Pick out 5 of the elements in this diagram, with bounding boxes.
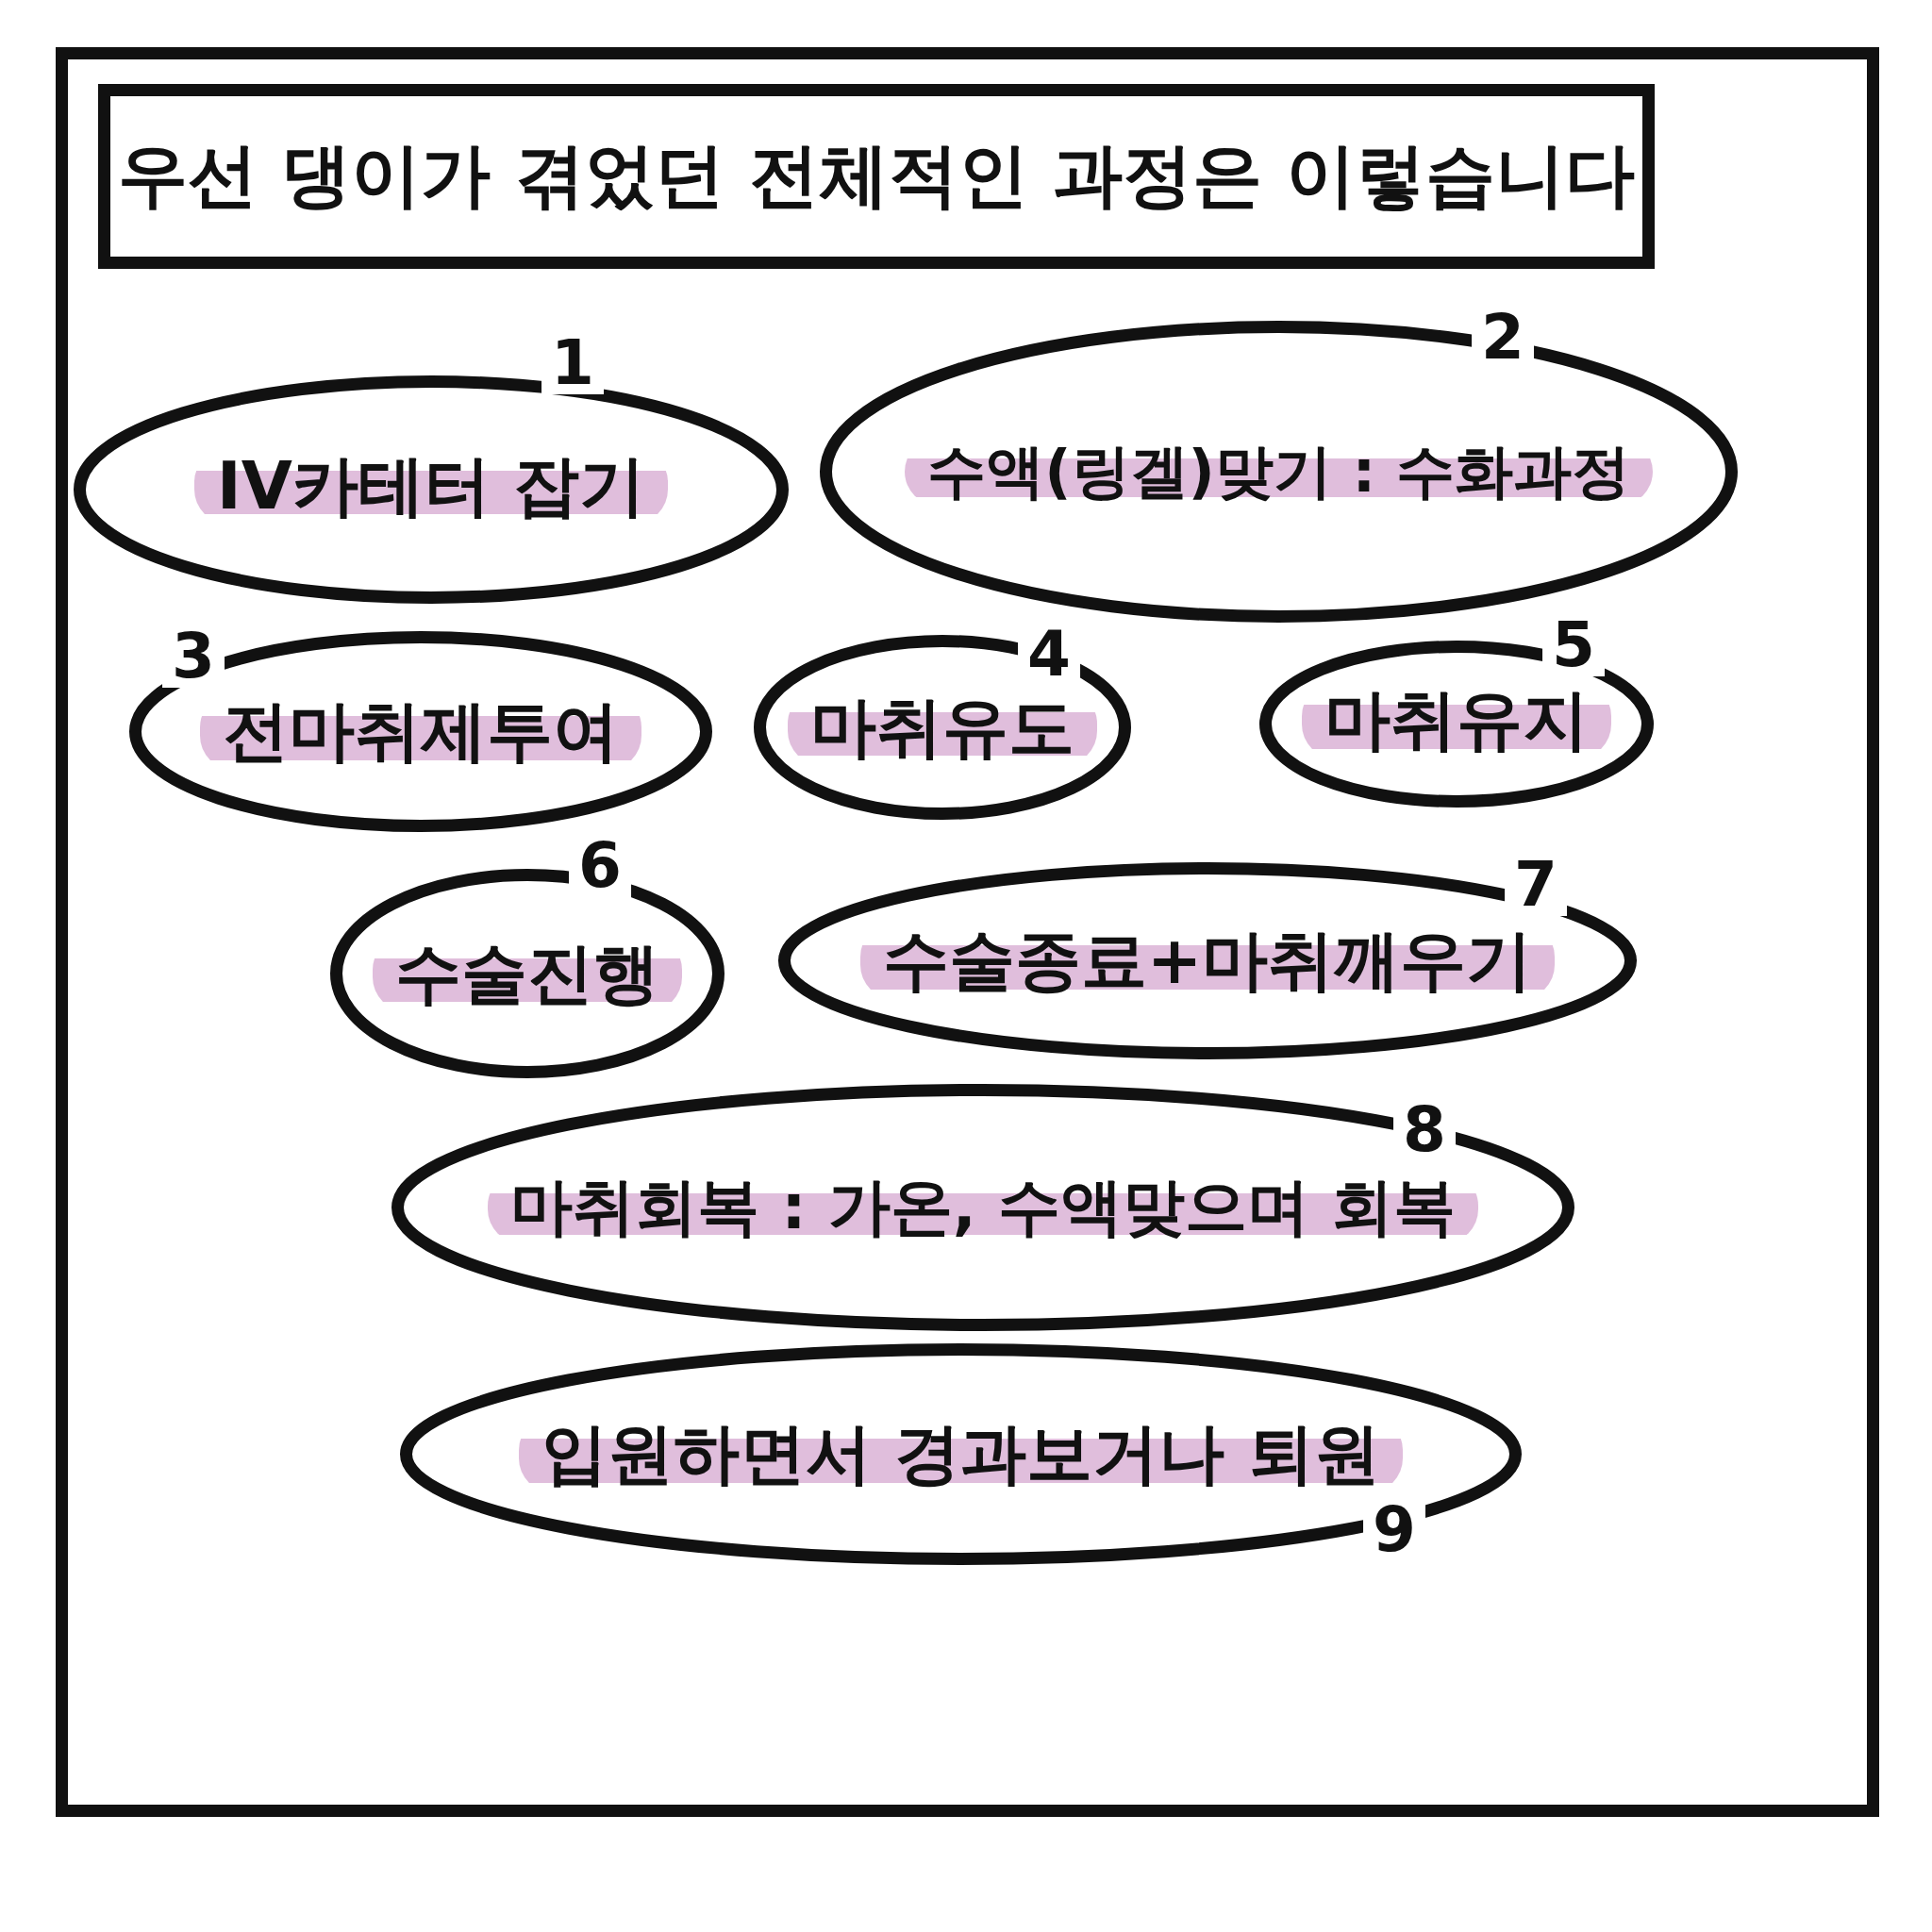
step-ellipse: [129, 631, 712, 832]
step-ellipse: [778, 862, 1637, 1059]
step-ellipse: [400, 1343, 1522, 1565]
title: 우선 댕이가 겪었던 전체적인 과정은 이렇습니다: [98, 84, 1655, 269]
step-ellipse: [391, 1084, 1574, 1331]
